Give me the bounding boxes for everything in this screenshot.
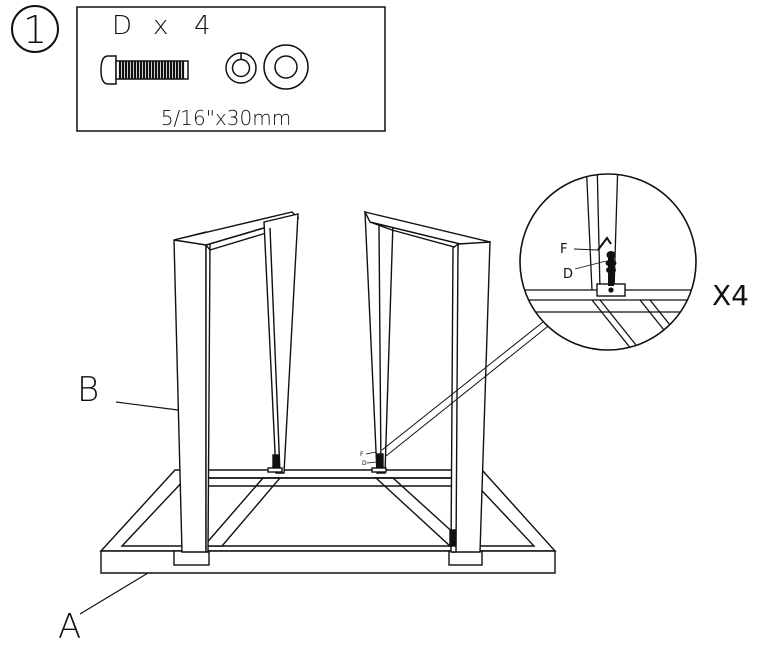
detail-wrench-icon bbox=[597, 236, 612, 251]
right-leg-b bbox=[363, 210, 492, 553]
part-size-spec: 5/16"x30mm bbox=[161, 106, 291, 130]
table-frame-a bbox=[99, 469, 557, 574]
part-quantity: 4 bbox=[194, 11, 211, 41]
flat-washer-icon bbox=[263, 44, 309, 90]
detail-bolt-label: D bbox=[563, 267, 573, 282]
label-b-callout: B bbox=[77, 370, 179, 411]
bolt-icon bbox=[100, 55, 189, 85]
step-number: 1 bbox=[23, 8, 47, 52]
bolt-label: D bbox=[362, 460, 367, 467]
detail-wrench-label: F bbox=[560, 242, 567, 257]
part-multiplier: x bbox=[153, 11, 168, 41]
part-letter: D bbox=[112, 11, 132, 41]
detail-magnifier: F D bbox=[519, 173, 697, 351]
small-bolt-labels: F D bbox=[360, 451, 378, 467]
frame-label: A bbox=[58, 607, 81, 647]
step-number-badge: 1 bbox=[11, 5, 59, 53]
wrench-label: F bbox=[360, 451, 364, 458]
repeat-count: X4 bbox=[712, 279, 749, 312]
detail-leader-line bbox=[381, 317, 549, 451]
lock-washer-icon bbox=[225, 52, 257, 84]
detail-bolt-icon bbox=[605, 251, 617, 286]
left-leg-b bbox=[173, 211, 300, 553]
label-a-callout: A bbox=[58, 572, 149, 647]
leg-label: B bbox=[77, 370, 99, 410]
hardware-parts-box: D x 4 5/16"x30mm bbox=[76, 6, 386, 132]
